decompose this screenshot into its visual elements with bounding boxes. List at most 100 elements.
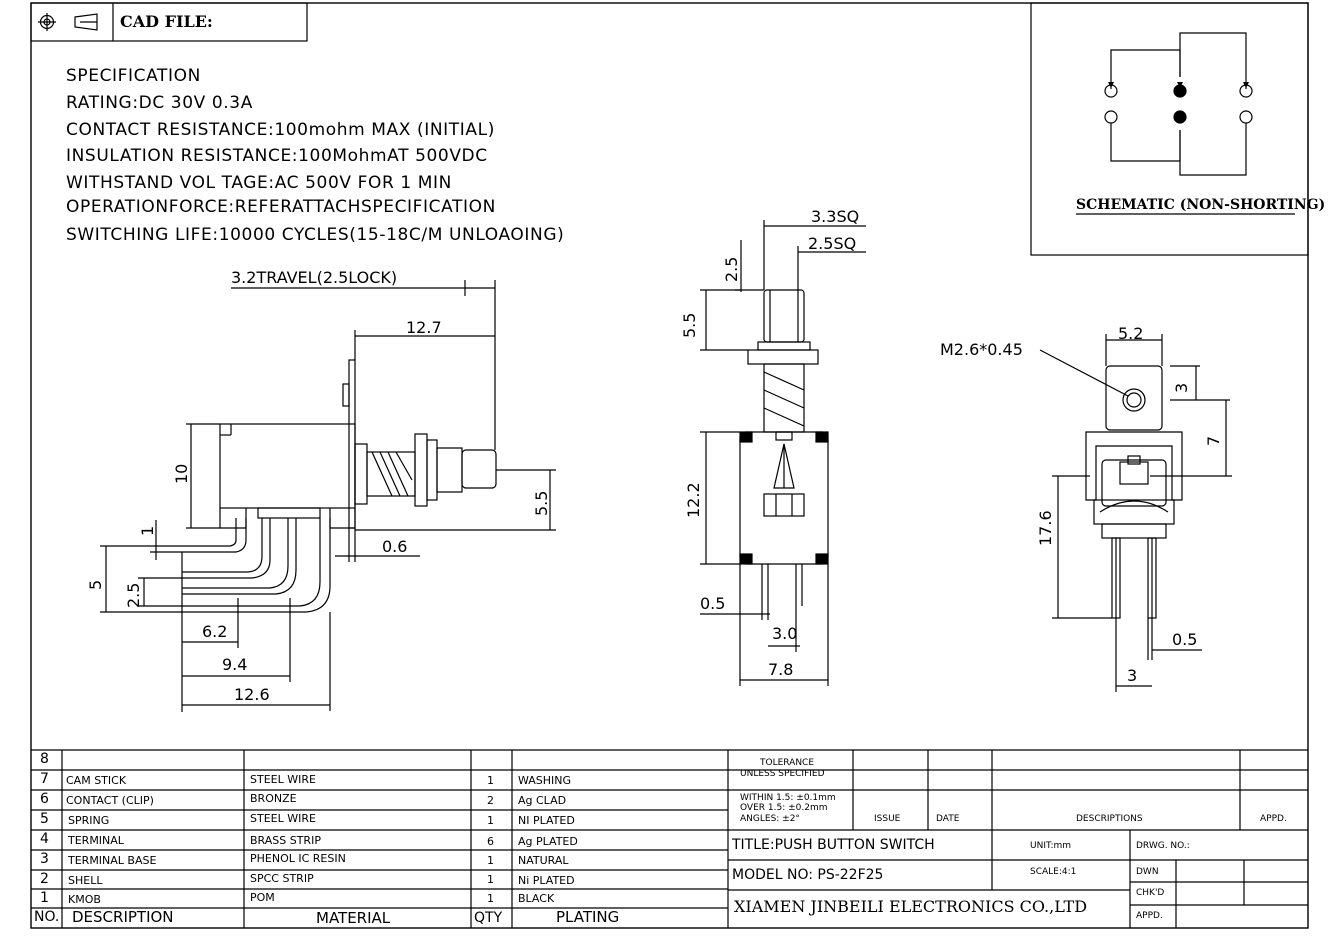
spec-line: WITHSTAND VOL TAGE:AC 500V FOR 1 MIN [66,173,452,193]
crosshair-icon [38,13,56,31]
dim-label: 12.2 [684,482,703,518]
spec-line: INSULATION RESISTANCE:100MohmAT 500VDC [66,146,488,166]
appd-header: APPD. [1260,814,1287,824]
bom-mat: BRASS STRIP [250,834,321,847]
bom-no: 5 [40,811,49,827]
dim-label: 5.5 [680,312,699,338]
bom-plat: Ag CLAD [518,794,567,807]
company-name: XIAMEN JINBEILI ELECTRONICS CO.,LTD [734,897,1088,916]
dim-label: 2.5 [124,582,143,608]
spec-line: RATING:DC 30V 0.3A [66,93,253,113]
bom-desc: SPRING [68,814,110,827]
dim-label: 3.3SQ [811,207,860,226]
descriptions-header: DESCRIPTIONS [1076,814,1143,824]
bom-plat: Ni PLATED [518,874,575,887]
bom-desc: CAM STICK [66,774,127,787]
dim-label: 1 [138,525,157,536]
bom-no: 3 [40,851,49,867]
spec-line: SWITCHING LIFE:10000 CYCLES(15-18C/M UNL… [66,225,565,245]
dim-label: 5.5 [532,490,551,516]
tolerance-label: TOLERANCE [760,758,815,768]
bom-header-plat: PLATING [556,908,620,926]
tolerance-line: ANGLES: ±2° [740,814,800,824]
spec-line: SPECIFICATION [66,66,201,86]
bom-qty: 1 [487,774,494,787]
projection-icon [74,13,98,31]
dim-label: 2.5 [722,256,741,282]
tolerance-line: WITHIN 1.5: ±0.1mm [740,793,836,803]
chkd-label: CHK'D [1136,888,1165,898]
dim-label: 9.4 [222,655,248,674]
unless-label: UNLESS SPECIFIED [740,769,825,779]
bom-mat: SPCC STRIP [250,872,314,885]
bom-header-desc: DESCRIPTION [72,908,174,926]
unit-label: UNIT:mm [1030,841,1072,851]
bom-no: 7 [40,771,49,787]
thread-label: M2.6*0.45 [940,340,1023,359]
bom-no: 1 [40,890,49,906]
front-view [700,220,866,686]
bom-mat: STEEL WIRE [250,773,316,786]
bom-grid [31,749,1308,928]
bom-mat: BRONZE [250,792,297,805]
bom-no: 6 [40,791,49,807]
bom-mat: PHENOL IC RESIN [250,852,346,865]
dim-label: 3 [1172,382,1191,393]
bom-qty: 1 [487,854,494,867]
model-no: MODEL NO: PS-22F25 [732,867,884,883]
dim-travel: 3.2TRAVEL(2.5LOCK) [231,268,398,287]
dim-label: 0.5 [700,594,726,613]
tolerance-line: OVER 1.5: ±0.2mm [740,803,828,813]
dim-label: 7 [1204,435,1223,446]
bom-desc: KMOB [68,893,101,906]
bom-mat: STEEL WIRE [250,812,316,825]
bom-qty: 1 [487,814,494,827]
bom-qty: 1 [487,892,494,905]
schematic-label: SCHEMATIC (NON-SHORTING) [1076,197,1326,213]
dim-label: 12.6 [234,685,270,704]
bom-header-mat: MATERIAL [316,909,391,927]
bom-plat: NATURAL [518,854,569,867]
scale-label: SCALE:4:1 [1030,867,1077,877]
bom-qty: 6 [487,835,494,848]
dim-label: 0.5 [1172,630,1198,649]
end-view [1039,334,1232,692]
dim-label: 5.2 [1118,324,1144,343]
schematic-circuit [1076,32,1295,215]
bom-plat: NI PLATED [518,814,575,827]
dim-label: 10 [172,463,191,484]
bom-desc: TERMINAL [68,834,124,847]
bom-qty: 1 [487,873,494,886]
bom-qty: 2 [487,794,494,807]
bom-plat: Ag PLATED [518,835,578,848]
side-view [100,280,556,712]
drwg-no-label: DRWG. NO.: [1136,841,1190,851]
dim-label: 17.6 [1036,510,1055,546]
bom-no: 2 [40,871,49,887]
appd-label: APPD. [1136,911,1163,921]
spec-line: OPERATIONFORCE:REFERATTACHSPECIFICATION [66,197,496,217]
dim-label: 0.6 [382,537,408,556]
bom-plat: BLACK [518,892,555,905]
dim-label: 3 [1127,666,1138,685]
bom-no: 4 [40,831,49,847]
dim-label: 6.2 [202,622,228,641]
bom-desc: SHELL [68,874,103,887]
drawing-title: TITLE:PUSH BUTTON SWITCH [732,837,935,853]
bom-desc: TERMINAL BASE [68,854,157,867]
dim-label: 12.7 [406,318,442,337]
dim-label: 5 [86,579,105,590]
cad-file-title: CAD FILE: [120,12,213,31]
dim-label: 7.8 [768,660,794,679]
dim-label: 3.0 [772,624,798,643]
bom-mat: POM [250,891,275,904]
bom-header-qty: QTY [474,910,503,926]
bom-no: 8 [40,751,49,767]
dim-label: 2.5SQ [808,234,857,253]
spec-line: CONTACT RESISTANCE:100mohm MAX (INITIAL) [66,120,495,140]
dwn-label: DWN [1136,867,1159,877]
bom-header-no: NO. [34,909,60,925]
issue-header: ISSUE [874,814,901,824]
